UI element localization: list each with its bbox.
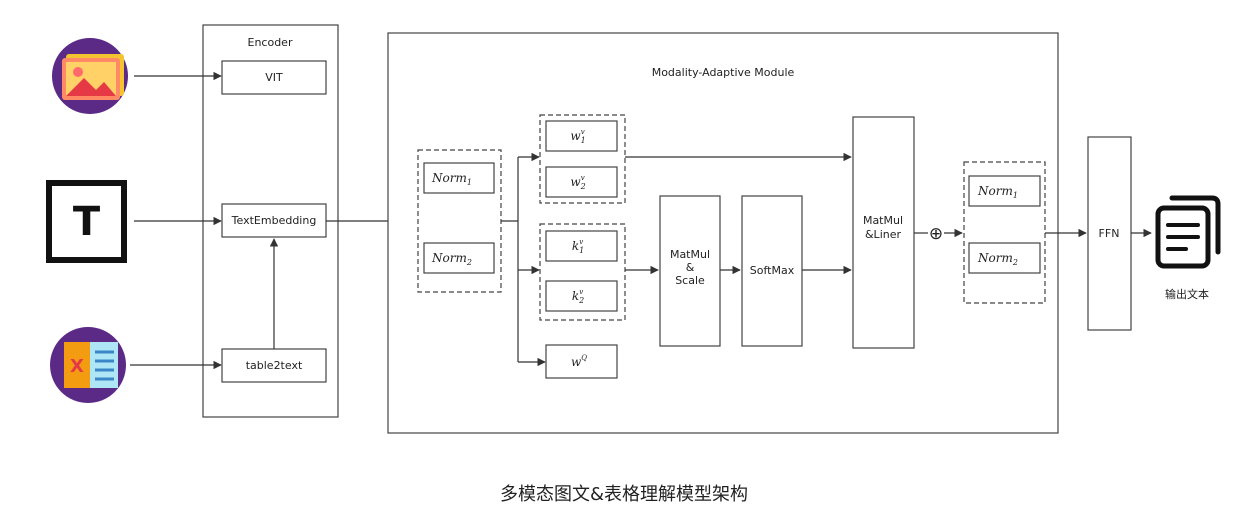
- text-embedding-box: [221, 203, 327, 238]
- softmax-label: SoftMax: [750, 264, 795, 277]
- k1-box: [545, 230, 618, 262]
- matmul-scale-label-2: &: [686, 261, 695, 274]
- matmul-liner-label-1: MatMul: [863, 214, 903, 227]
- text-icon: T: [46, 180, 127, 263]
- out-norm1-box: [968, 175, 1041, 207]
- norm1-label: Norm1: [431, 171, 472, 187]
- text-embedding-label: TextEmbedding: [231, 214, 317, 227]
- out-norm2-label: Norm2: [977, 251, 1018, 267]
- matmul-liner-box: [852, 116, 915, 349]
- k2-box: [545, 280, 618, 312]
- k1-label: k1v: [572, 238, 584, 255]
- plus-node: ⊕: [929, 224, 943, 244]
- image-icon: [52, 38, 128, 114]
- ffn-label: FFN: [1099, 227, 1120, 240]
- text-icon-glyph: T: [73, 199, 101, 245]
- diagram-caption: 多模态图文&表格理解模型架构: [500, 484, 748, 505]
- norm1-box: [423, 162, 495, 194]
- k-group: [539, 223, 626, 321]
- k2-label: k2v: [572, 288, 584, 305]
- output-label: 输出文本: [1165, 287, 1209, 301]
- out-norm1-label: Norm1: [977, 184, 1018, 200]
- w1-label: w1v: [570, 128, 585, 145]
- norm2-label: Norm2: [431, 251, 472, 267]
- wq-box: [545, 344, 618, 379]
- out-norm2-box: [968, 242, 1041, 274]
- softmax-box: [741, 195, 803, 347]
- w2-box: [545, 166, 618, 198]
- matmul-scale-box: [659, 195, 721, 347]
- excel-icon: X: [50, 327, 126, 403]
- module-title: Modality-Adaptive Module: [652, 66, 795, 79]
- svg-text:X: X: [70, 356, 84, 377]
- wq-label: wQ: [571, 354, 587, 369]
- w-group: [539, 114, 626, 204]
- table2text-label: table2text: [246, 359, 303, 372]
- norm2-box: [423, 242, 495, 274]
- encoder-title: Encoder: [248, 36, 293, 49]
- vit-box: [221, 60, 327, 95]
- matmul-scale-label-3: Scale: [675, 274, 705, 287]
- vit-label: VIT: [265, 71, 283, 84]
- document-copy-icon: [1155, 195, 1221, 269]
- w1-box: [545, 120, 618, 152]
- output-norm-group: [963, 161, 1046, 304]
- w2-label: w2v: [570, 174, 585, 191]
- matmul-scale-label-1: MatMul: [670, 248, 710, 261]
- matmul-liner-label-2: &Liner: [865, 228, 902, 241]
